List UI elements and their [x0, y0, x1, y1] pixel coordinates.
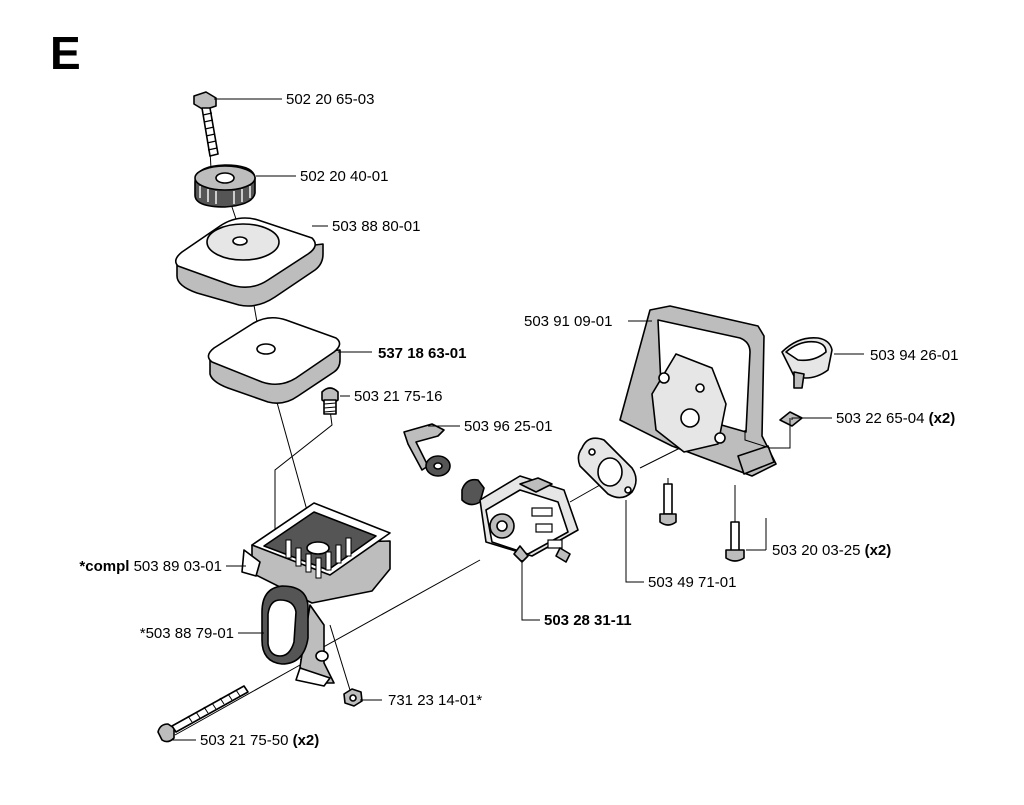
gasket-part: [577, 437, 637, 499]
section-letter: E: [50, 27, 81, 79]
carburetor-part: [461, 475, 579, 563]
label-nut-square: 503 22 65-04 (x2): [836, 410, 955, 427]
knob-part: [194, 164, 256, 208]
throttle-trigger-part: [261, 585, 329, 665]
label-knob: 502 20 40-01: [300, 168, 388, 185]
label-clamp: 503 94 26-01: [870, 347, 958, 364]
long-screw-part: [157, 685, 249, 743]
part-labels: 502 20 65-03 502 20 40-01 503 88 80-01 5…: [79, 91, 958, 749]
intake-manifold-part: [619, 305, 777, 477]
label-leader-lines: [172, 98, 864, 741]
label-throttle-trigger: *503 88 79-01: [140, 625, 234, 642]
label-air-filter: 537 18 63-01: [378, 345, 466, 362]
screw-flange-part-b: [725, 521, 745, 562]
label-long-screw: 503 21 75-50 (x2): [200, 732, 319, 749]
choke-lever-part: [403, 423, 451, 477]
label-hex-nut: 731 23 14-01*: [388, 692, 482, 709]
screw-small-part: [321, 387, 339, 415]
label-bolt-top: 502 20 65-03: [286, 91, 374, 108]
label-choke-lever: 503 96 25-01: [464, 418, 552, 435]
label-screw-small: 503 21 75-16: [354, 388, 442, 405]
air-filter-cover-part: [174, 217, 324, 307]
air-filter-part: [207, 316, 341, 404]
label-screw-flange: 503 20 03-25 (x2): [772, 542, 891, 559]
nut-square-part: [779, 411, 803, 427]
label-filter-housing: *compl 503 89 03-01: [79, 558, 222, 575]
label-carburetor: 503 28 31-11: [544, 612, 632, 629]
screw-flange-part-a: [659, 483, 677, 526]
clamp-part: [781, 336, 833, 389]
hex-nut-part: [343, 688, 363, 707]
label-air-filter-cover: 503 88 80-01: [332, 218, 420, 235]
label-gasket: 503 49 71-01: [648, 574, 736, 591]
bolt-top-part: [193, 91, 219, 157]
label-intake-manifold: 503 91 09-01: [524, 313, 612, 330]
